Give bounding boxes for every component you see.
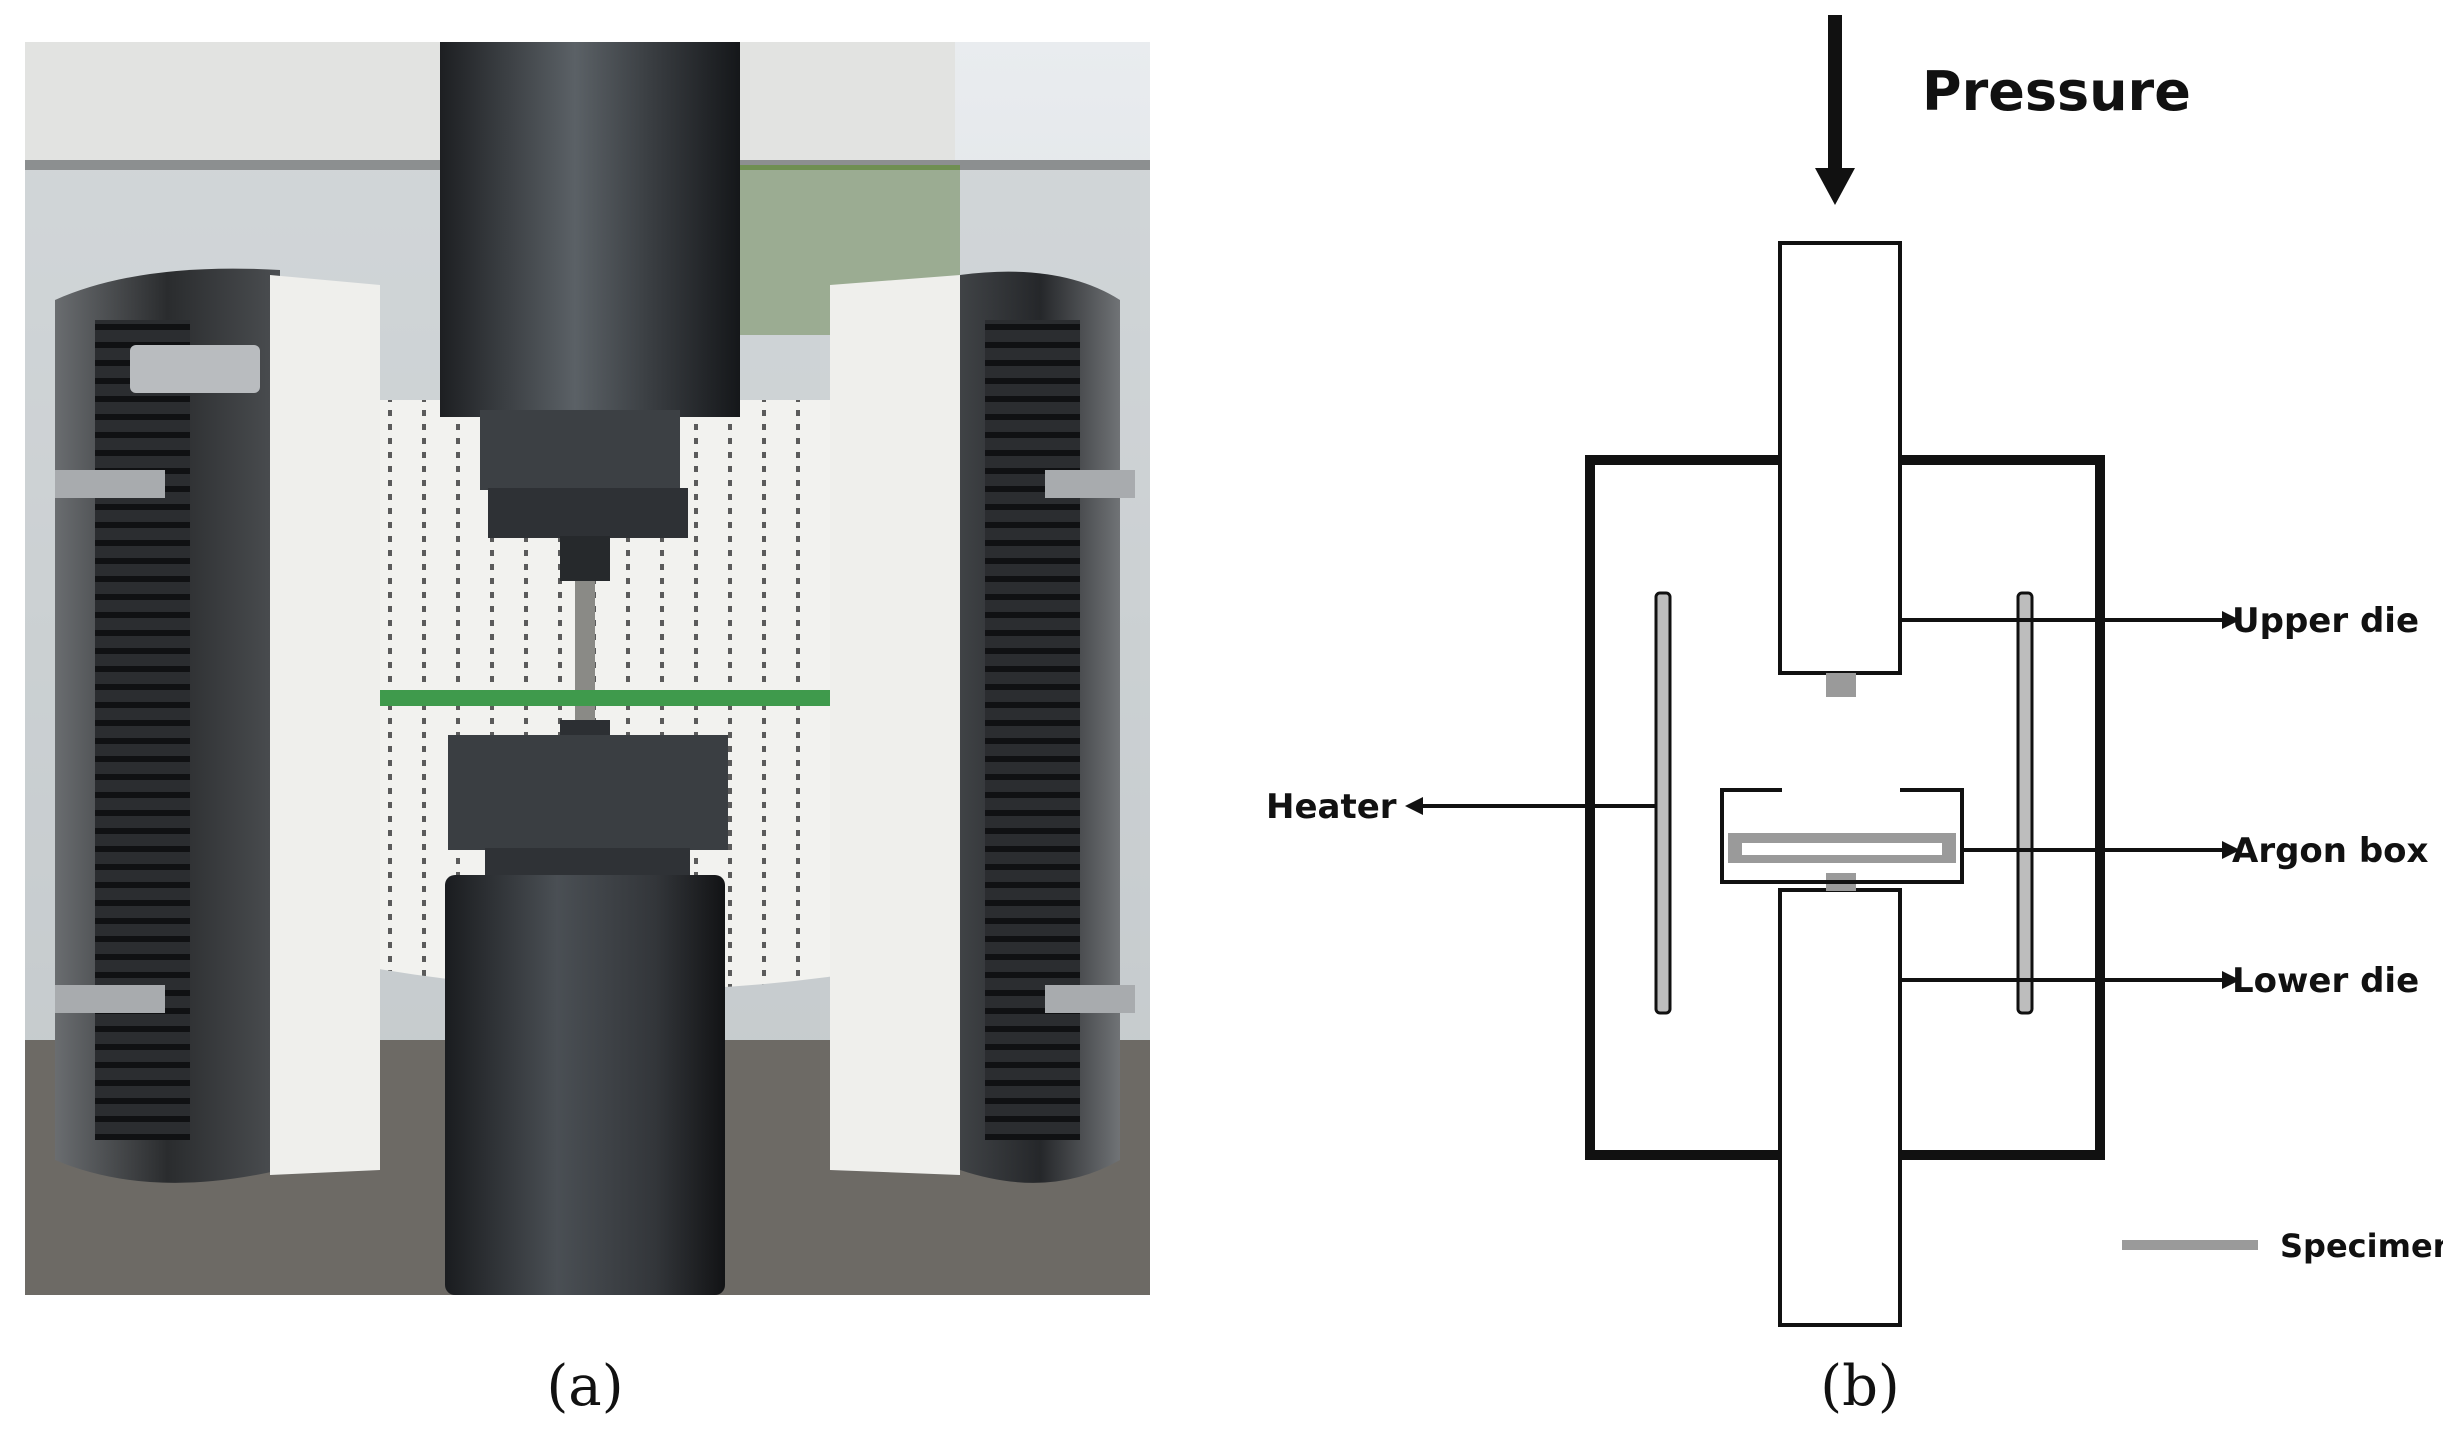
argon-box-body xyxy=(1720,808,1964,884)
specimen-sheet-inner xyxy=(1742,843,1942,855)
argon-box-arrowhead xyxy=(2222,841,2240,859)
green-rail xyxy=(330,690,930,706)
label-lower-die: Lower die xyxy=(2232,961,2419,1001)
label-pressure: Pressure xyxy=(1922,60,2191,123)
left-insulation xyxy=(270,275,380,1175)
upper-die-rect xyxy=(1778,241,1902,675)
upper-die-tip xyxy=(1826,673,1856,697)
photo-panel xyxy=(25,42,1150,1295)
label-specimen: Specimen xyxy=(2280,1227,2443,1265)
right-heater xyxy=(2016,591,2034,1015)
caption-b: (b) xyxy=(1820,1354,1900,1419)
heater-arrowhead xyxy=(1405,797,1423,815)
left-furnace-fins xyxy=(95,320,190,1140)
schematic xyxy=(1405,15,2258,1327)
argon-box-lid xyxy=(1720,788,1964,808)
lower-ram xyxy=(445,875,725,1295)
label-upper-die: Upper die xyxy=(2232,601,2419,641)
label-argon-box: Argon box xyxy=(2232,831,2429,871)
upper-ram xyxy=(440,42,740,417)
lower-die-arrowhead xyxy=(2222,971,2240,989)
right-clamp-top xyxy=(1045,470,1135,498)
pressure-arrow-head xyxy=(1815,168,1855,205)
upper-punch xyxy=(560,536,610,581)
left-clamp-bottom xyxy=(55,985,165,1013)
support-column xyxy=(575,560,595,760)
upper-die-plate xyxy=(488,488,688,538)
left-heater xyxy=(1654,591,1672,1015)
left-clamp-top xyxy=(55,470,165,498)
lower-die-block xyxy=(448,735,728,850)
caption-a: (a) xyxy=(546,1354,623,1419)
right-insulation xyxy=(830,275,960,1175)
lower-die-rect xyxy=(1778,888,1902,1327)
upper-die-arrowhead xyxy=(2222,611,2240,629)
upper-die-block xyxy=(480,410,680,490)
right-clamp-bottom xyxy=(1045,985,1135,1013)
left-latch xyxy=(130,345,260,393)
right-furnace-fins xyxy=(985,320,1080,1140)
label-heater: Heater xyxy=(1266,787,1397,827)
